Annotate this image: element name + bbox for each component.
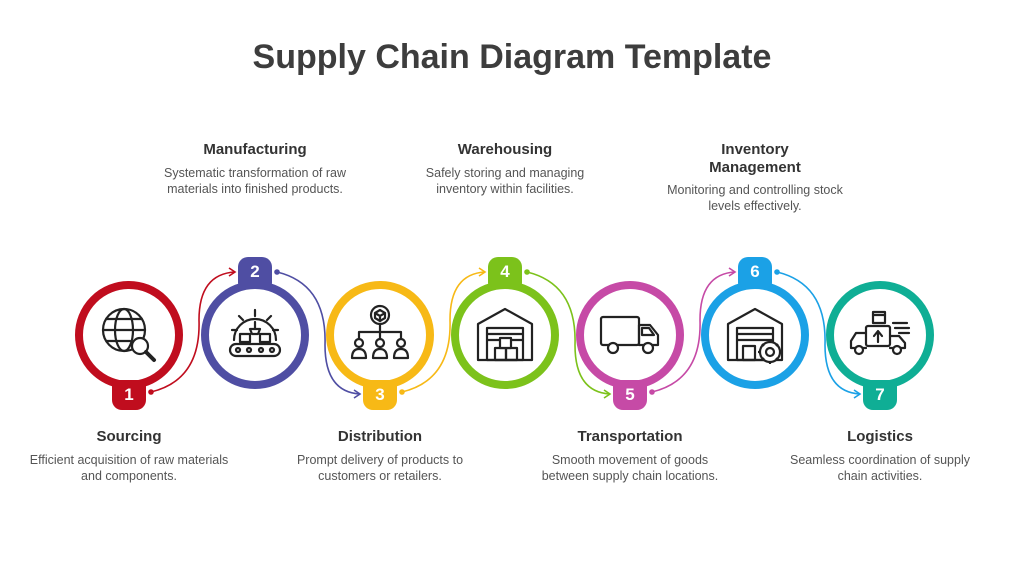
connector-dot-5 (649, 389, 655, 395)
connector-dot-3 (399, 389, 405, 395)
step-6-title: Inventory Management (709, 141, 801, 176)
step-3-description: Prompt delivery of products to customers… (296, 453, 464, 483)
step-5-title: Transportation (577, 428, 683, 445)
arrowhead-2 (228, 267, 237, 277)
step-7-description: Seamless coordination of supply chain ac… (790, 453, 970, 483)
connector-4-5 (526, 271, 611, 395)
step-6-description: Monitoring and controlling stock levels … (667, 183, 843, 213)
connector-5-6 (651, 271, 736, 393)
step-3-title: Distribution (337, 428, 423, 445)
connector-6-7 (776, 271, 861, 395)
arrowhead-7 (853, 389, 862, 399)
connector-1-2 (150, 271, 236, 393)
logistics-truck-icon (849, 310, 911, 356)
globe-search-icon (101, 307, 156, 362)
step-4-description: Safely storing and managing inventory wi… (425, 166, 585, 196)
factory-gear-icon (228, 308, 282, 358)
step-4-badge: 4 (488, 257, 522, 287)
connector-dot-6 (774, 269, 780, 275)
step-1-title: Sourcing (96, 428, 162, 445)
step-2-title: Manufacturing (203, 141, 307, 158)
arrowhead-3 (353, 389, 362, 399)
step-4-title: Warehousing (457, 141, 553, 158)
connector-2-3 (276, 271, 361, 395)
arrowhead-4 (478, 267, 487, 277)
connector-dot-4 (524, 269, 530, 275)
warehouse-gear-icon (726, 307, 784, 364)
step-1-badge: 1 (112, 380, 146, 410)
step-2-badge: 2 (238, 257, 272, 287)
warehouse-icon (476, 307, 534, 362)
arrowhead-5 (603, 389, 612, 399)
step-2-description: Systematic transformation of raw materia… (163, 166, 346, 196)
step-5-description: Smooth movement of goods between supply … (541, 453, 719, 483)
step-3-badge: 3 (363, 380, 397, 410)
distribution-network-icon (350, 304, 410, 360)
step-1-description: Efficient acquisition of raw materials a… (29, 453, 229, 483)
connector-dot-2 (274, 269, 280, 275)
step-7-badge: 7 (863, 380, 897, 410)
step-5-badge: 5 (613, 380, 647, 410)
connector-dot-1 (148, 389, 154, 395)
arrowhead-6 (728, 267, 737, 277)
connector-3-4 (401, 271, 486, 393)
delivery-truck-icon (599, 315, 660, 355)
step-7-title: Logistics (847, 428, 913, 445)
page-title: Supply Chain Diagram Template (252, 38, 772, 76)
step-6-badge: 6 (738, 257, 772, 287)
